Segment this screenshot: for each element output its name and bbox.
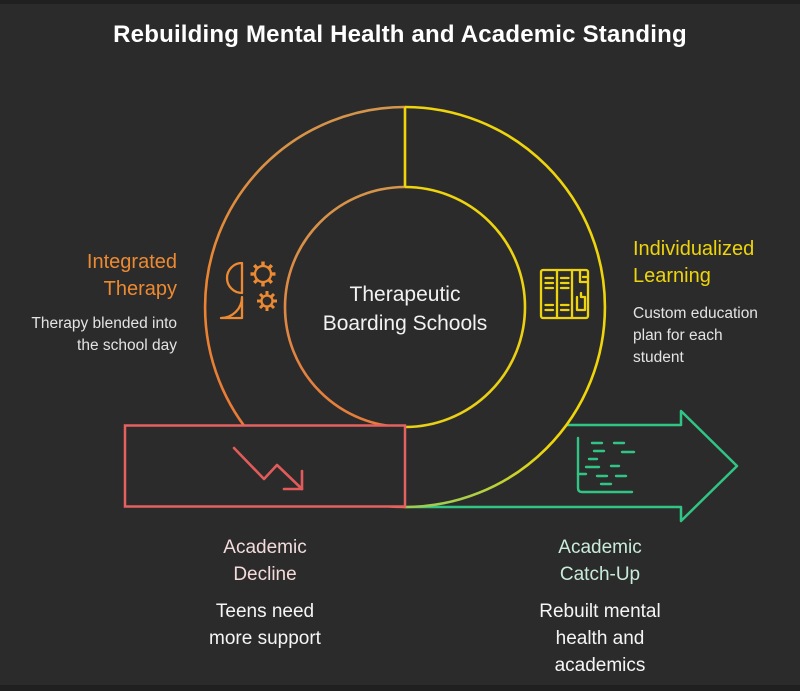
academic-decline-heading: Academic Decline [223,537,307,585]
academic-decline-description: Teens need more support [209,601,321,649]
academic-catch-up-heading: Academic Catch-Up [558,537,642,585]
therapy-cycle-ring [203,105,607,509]
decline-arrow-icon [232,446,304,491]
ring-inner-right-arc [404,185,527,429]
center-label: Therapeutic Boarding Schools [322,283,488,335]
bottom-border [0,685,800,691]
ring-outer-right-arc [404,105,607,509]
integrated-therapy-heading: Integrated Therapy [86,251,177,300]
academic-catch-up-description: Rebuilt mental health and academics [539,601,661,676]
ring-inner-left-arc [283,185,406,429]
progress-chart-icon [576,436,636,494]
individualized-learning-heading: Individualized Learning [633,238,755,287]
decline-box-shape [123,424,407,508]
person-gears-icon [219,261,277,320]
individualized-learning-description: Custom education plan for each student [633,305,758,366]
page-title: Rebuilding Mental Health and Academic St… [113,21,687,48]
education-plan-icon [539,268,590,320]
integrated-therapy-description: Therapy blended into the school day [31,315,177,354]
top-border [0,0,800,4]
ring-inner-fill [285,187,525,427]
